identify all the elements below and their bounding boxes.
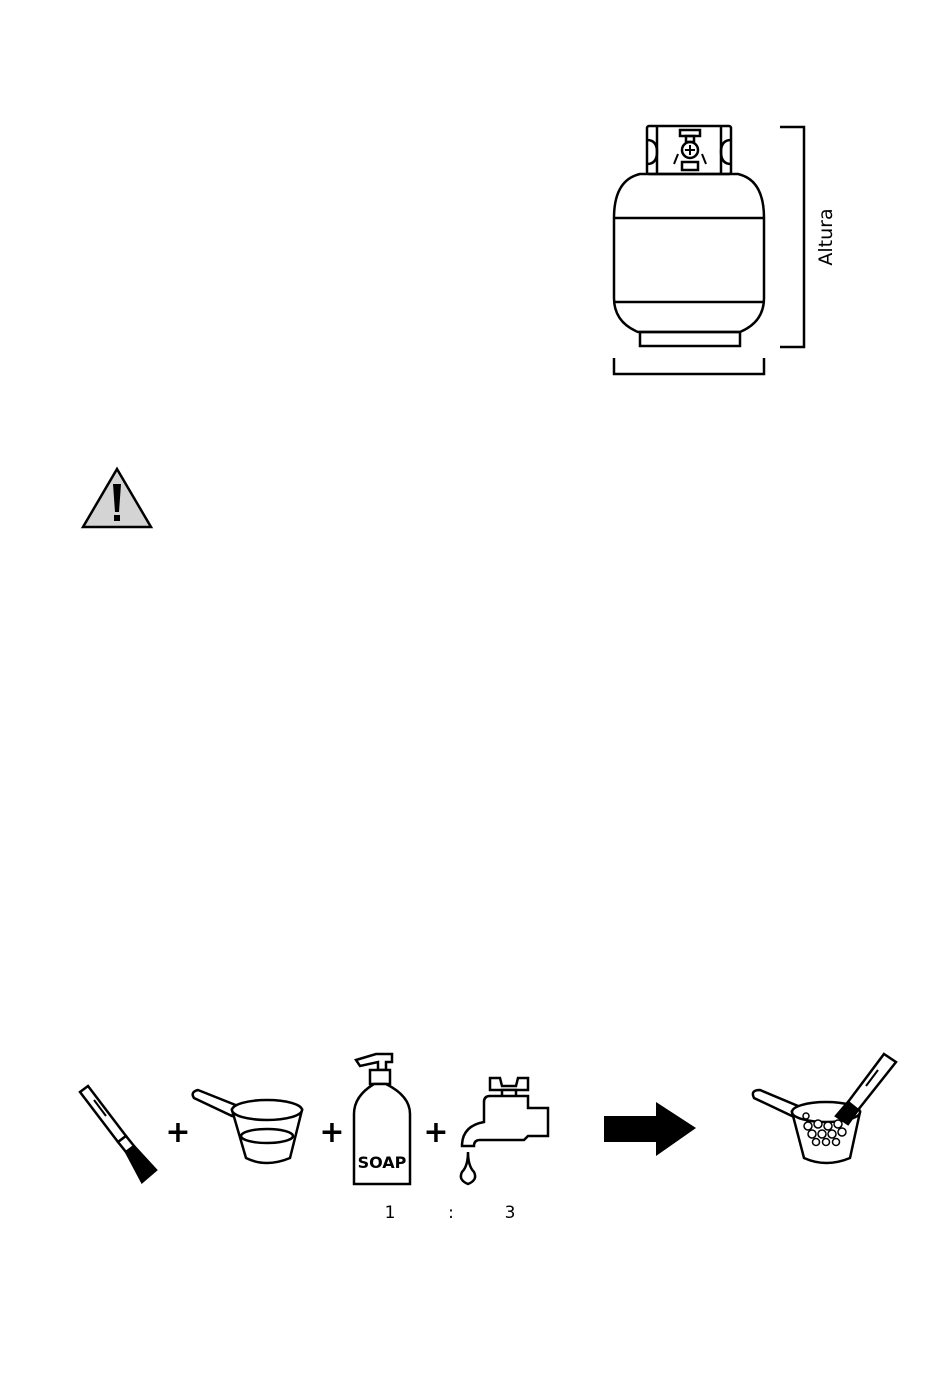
- plus-sign: +: [165, 1115, 190, 1150]
- height-bracket: [780, 127, 804, 347]
- warning-triangle-icon: [80, 466, 154, 530]
- ratio-soap: 1: [385, 1203, 396, 1223]
- plus-sign: +: [423, 1115, 448, 1150]
- height-label: Altura: [815, 208, 837, 265]
- gas-tank-icon: [614, 126, 764, 346]
- water-tap-icon: [461, 1078, 548, 1184]
- width-bracket: [614, 358, 764, 374]
- gas-tank-diagram: Altura: [600, 118, 850, 388]
- soap-label: SOAP: [358, 1153, 407, 1172]
- bowl-icon: [193, 1090, 302, 1163]
- arrow-right-icon: [604, 1102, 696, 1156]
- plus-sign: +: [319, 1115, 344, 1150]
- ratio-water: 3: [505, 1203, 516, 1223]
- brush-icon: [80, 1086, 156, 1182]
- bowl-with-bubbles-icon: [753, 1054, 896, 1163]
- ratio-separator: :: [448, 1203, 454, 1223]
- leak-test-diagram: + + SOAP + 1 : 3: [70, 1040, 930, 1230]
